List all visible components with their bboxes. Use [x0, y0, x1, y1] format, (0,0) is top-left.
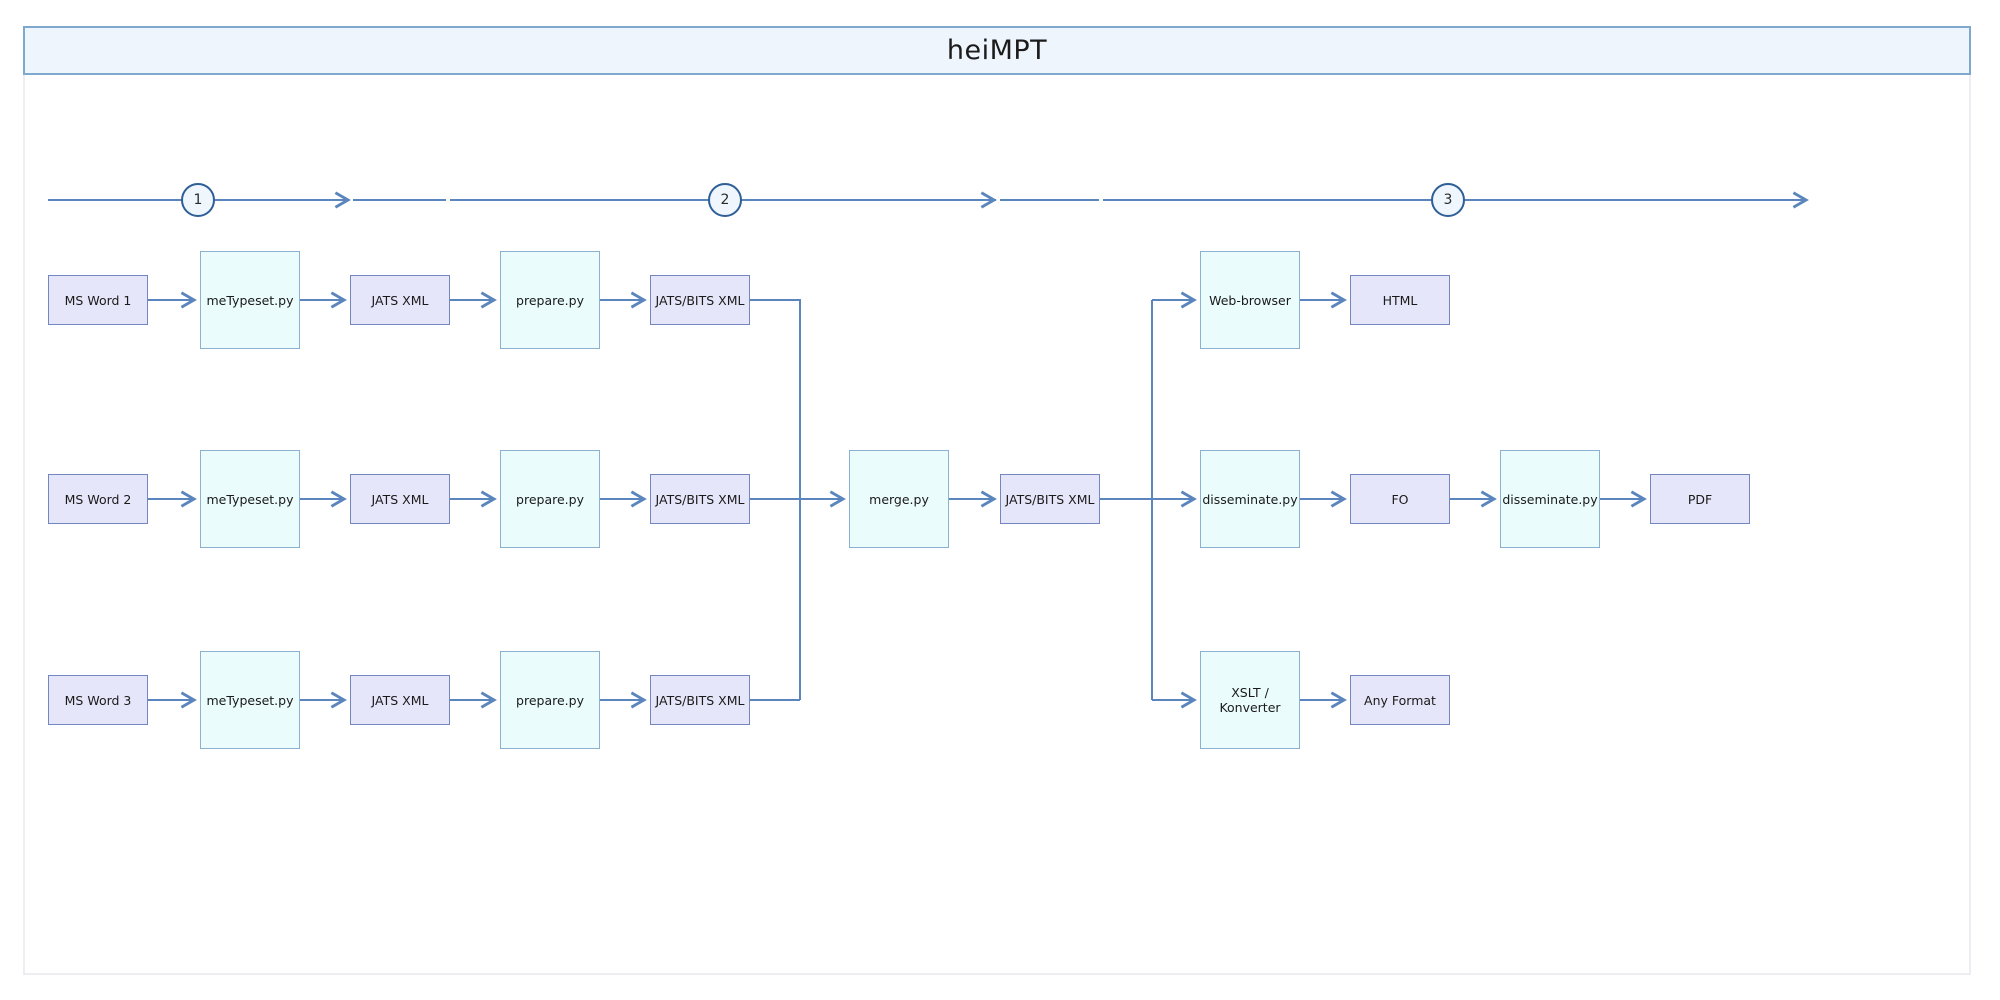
node-jatsbits-merged: JATS/BITS XML — [1000, 474, 1100, 524]
node-prepare1: prepare.py — [500, 251, 600, 349]
node-metypeset1: meTypeset.py — [200, 251, 300, 349]
diagram-title: heiMPT — [23, 26, 1971, 75]
node-merge: merge.py — [849, 450, 949, 548]
phase-marker-2: 2 — [708, 183, 742, 217]
node-prepare2: prepare.py — [500, 450, 600, 548]
node-msword1: MS Word 1 — [48, 275, 148, 325]
node-jatsbits1: JATS/BITS XML — [650, 275, 750, 325]
node-webbrowser: Web-browser — [1200, 251, 1300, 349]
node-jatsbits2: JATS/BITS XML — [650, 474, 750, 524]
node-metypeset2: meTypeset.py — [200, 450, 300, 548]
node-metypeset3: meTypeset.py — [200, 651, 300, 749]
node-pdf: PDF — [1650, 474, 1750, 524]
node-jatsxml3: JATS XML — [350, 675, 450, 725]
node-msword2: MS Word 2 — [48, 474, 148, 524]
node-fo: FO — [1350, 474, 1450, 524]
phase-marker-1: 1 — [181, 183, 215, 217]
node-disseminate-pdf: disseminate.py — [1500, 450, 1600, 548]
node-jatsbits3: JATS/BITS XML — [650, 675, 750, 725]
node-disseminate-fo: disseminate.py — [1200, 450, 1300, 548]
node-msword3: MS Word 3 — [48, 675, 148, 725]
phase-marker-3: 3 — [1431, 183, 1465, 217]
node-html: HTML — [1350, 275, 1450, 325]
node-jatsxml1: JATS XML — [350, 275, 450, 325]
node-anyformat: Any Format — [1350, 675, 1450, 725]
node-xslt: XSLT / Konverter — [1200, 651, 1300, 749]
node-jatsxml2: JATS XML — [350, 474, 450, 524]
node-prepare3: prepare.py — [500, 651, 600, 749]
